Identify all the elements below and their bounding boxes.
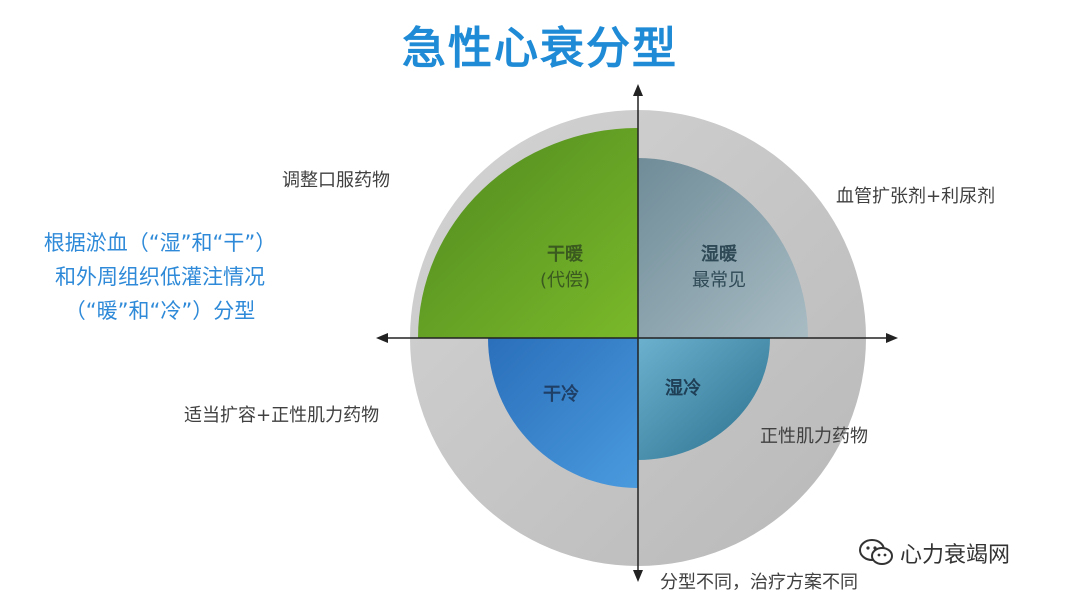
dry-cold-label: 干冷 (526, 380, 596, 406)
quadrant-wet-warm (638, 158, 808, 338)
dry-warm-name: 干暖 (547, 244, 583, 265)
treatment-bottom-left: 适当扩容+正性肌力药物 (184, 405, 380, 426)
intro-text: 根据淤血（“湿”和“干”） 和外周组织低灌注情况 （“暖”和“冷”）分型 (0, 226, 320, 328)
treatment-bottom: 分型不同，治疗方案不同 (660, 572, 858, 593)
watermark: 心力衰竭网 (858, 537, 1010, 569)
treatment-bottom-right: 正性肌力药物 (760, 426, 868, 447)
intro-line: （“暖”和“冷”）分型 (64, 299, 256, 323)
dry-warm-sub: (代偿) (539, 270, 591, 291)
watermark-text: 心力衰竭网 (900, 543, 1011, 568)
page-title: 急性心衰分型 (402, 23, 678, 74)
quadrant-dry-cold (488, 338, 638, 488)
quadrant-dry-warm (418, 128, 638, 338)
quadrant-wet-cold (638, 338, 770, 460)
wet-cold-label: 湿冷 (648, 374, 718, 400)
wet-warm-name: 湿暖 (701, 244, 737, 265)
treatment-top-right: 血管扩张剂+利尿剂 (836, 186, 996, 207)
wet-cold-name: 湿冷 (665, 378, 701, 399)
dry-warm-label: 干暖 (代偿) (522, 240, 608, 292)
wechat-icon (859, 539, 893, 565)
arrow-right-icon (886, 333, 898, 343)
wet-warm-sub: 最常见 (692, 270, 746, 291)
treatment-top-left: 调整口服药物 (282, 170, 390, 191)
arrow-up-icon (633, 84, 643, 96)
intro-line: 和外周组织低灌注情况 (55, 265, 265, 289)
dry-cold-name: 干冷 (543, 384, 579, 405)
wet-warm-label: 湿暖 最常见 (676, 240, 762, 292)
arrow-left-icon (376, 333, 388, 343)
intro-line: 根据淤血（“湿”和“干”） (43, 231, 277, 255)
arrow-down-icon (633, 570, 643, 582)
